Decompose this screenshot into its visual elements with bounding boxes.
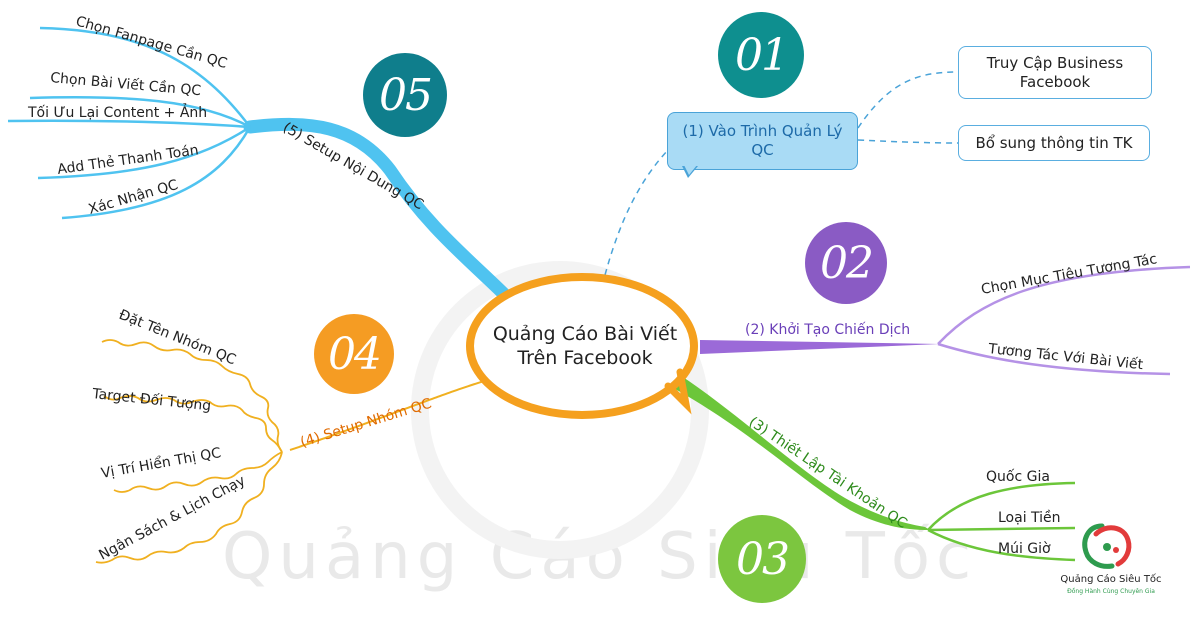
number-badge-04: 04 (314, 314, 394, 394)
branch-5-trunk (243, 117, 517, 307)
branch-1-node: (1) Vào Trình Quản Lý QC (667, 112, 858, 170)
branch-5-child-1: Chọn Fanpage Cần QC (74, 13, 229, 72)
branch-1-child-1-label: Truy Cập Business Facebook (986, 53, 1124, 91)
center-ellipse-tail (664, 368, 692, 415)
number-badge-03: 03 (718, 515, 806, 603)
branch-2-child-1: Chọn Mục Tiêu Tương Tác (980, 251, 1158, 298)
branch-4-child-1: Đặt Tên Nhóm QC (117, 307, 239, 369)
branch-4-child-2: Target Đối Tượng (91, 385, 212, 414)
branch-5-child-2: Chọn Bài Viết Cần QC (50, 69, 202, 99)
branch-3-label: (3) Thiết Lập Tài Khoản QC (746, 413, 911, 532)
logo-tagline: Đồng Hành Cùng Chuyên Gia (1067, 588, 1155, 595)
brand-logo: Quảng Cáo Siêu Tốc Đồng Hành Cùng Chuyên… (1036, 520, 1196, 600)
branch-4-child-4: Ngân Sách & Lịch Chạy (96, 473, 248, 564)
center-topic-line-2: Trên Facebook (517, 347, 653, 369)
branch-3-child-2: Loại Tiền (998, 509, 1061, 526)
branch-3-leaves (927, 481, 1076, 562)
center-ellipse (466, 273, 698, 419)
branch-1-lines (604, 71, 959, 276)
branch-4-leaves (95, 339, 283, 564)
branch-5-child-3: Tối Ưu Lại Content + Ảnh (27, 103, 207, 121)
center-topic: Quảng Cáo Bài Viết Trên Facebook (490, 322, 680, 370)
branch-1-label: (1) Vào Trình Quản Lý QC (682, 122, 843, 159)
center-topic-line-1: Quảng Cáo Bài Viết (492, 323, 678, 345)
logo-name: Quảng Cáo Siêu Tốc (1060, 574, 1162, 585)
watermark-text: Quảng Cáo Siêu Tốc (222, 520, 978, 594)
branch-1-child-2: Bổ sung thông tin TK (958, 125, 1150, 161)
branch-3-child-3: Múi Giờ (998, 541, 1051, 557)
branch-5-child-4: Add Thẻ Thanh Toán (56, 142, 199, 178)
branch-1-child-2-label: Bổ sung thông tin TK (975, 133, 1133, 152)
number-badge-01: 01 (718, 12, 804, 98)
number-badge-02: 02 (805, 222, 887, 304)
branch-1-child-1: Truy Cập Business Facebook (958, 46, 1152, 99)
logo-emblem-icon (1082, 523, 1132, 569)
branch-3-child-1: Quốc Gia (986, 468, 1050, 485)
branch-1-bubble-tail-fill (684, 165, 697, 175)
branch-2-label: (2) Khởi Tạo Chiến Dịch (745, 321, 910, 338)
branch-2-leaves (937, 265, 1191, 376)
branch-4-child-3: Vị Trí Hiển Thị QC (100, 444, 223, 482)
branch-5-leaves (7, 26, 252, 220)
number-badge-05: 05 (363, 53, 447, 137)
branch-3-trunk (668, 375, 930, 530)
branch-4-trunk (289, 377, 496, 451)
branch-2-trunk (700, 340, 940, 354)
background-emblem-icon (411, 261, 709, 559)
